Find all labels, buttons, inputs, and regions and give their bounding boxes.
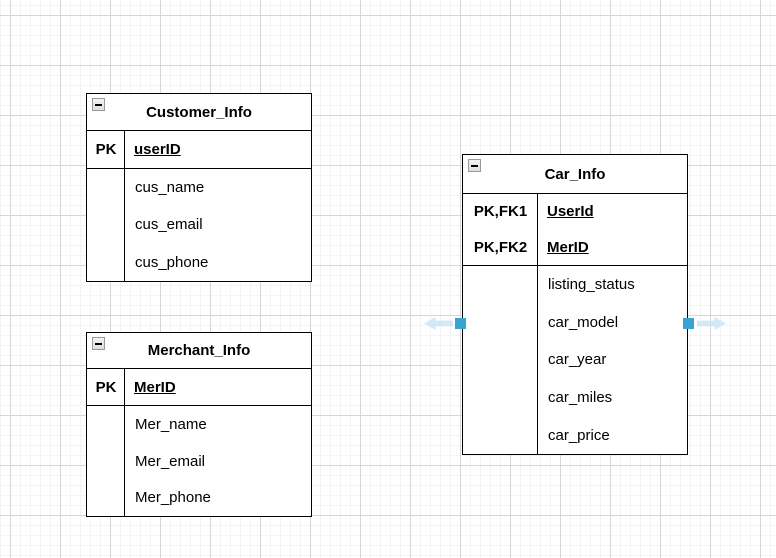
collapse-minus-icon[interactable] bbox=[92, 337, 105, 350]
entity-title: Car_Info bbox=[544, 165, 606, 183]
key-constraint-label: PK,FK2 bbox=[473, 238, 528, 256]
attribute-name: Mer_phone bbox=[135, 489, 211, 507]
key-constraint-label: PK bbox=[95, 378, 117, 396]
entity-title-row[interactable]: Merchant_Info bbox=[87, 333, 311, 369]
key-rows-section: PK MerID bbox=[87, 369, 311, 406]
collapse-minus-icon[interactable] bbox=[92, 98, 105, 111]
connection-x-icon[interactable] bbox=[683, 318, 694, 329]
attribute-row[interactable]: car_model bbox=[463, 304, 687, 342]
attribute-row[interactable]: cus_email bbox=[87, 206, 311, 243]
attribute-name: car_price bbox=[548, 426, 610, 444]
attribute-name: car_miles bbox=[548, 389, 613, 407]
key-constraint-label: PK bbox=[95, 141, 117, 158]
attribute-name: listing_status bbox=[548, 276, 635, 294]
column-divider-line bbox=[124, 130, 125, 281]
attribute-row[interactable]: listing_status bbox=[463, 266, 687, 304]
key-constraint-label: PK,FK1 bbox=[473, 203, 528, 221]
key-row[interactable]: PK,FK1 UserId bbox=[463, 194, 687, 230]
attribute-row[interactable]: car_year bbox=[463, 341, 687, 379]
key-attribute-name: userID bbox=[134, 141, 181, 158]
key-row[interactable]: PK MerID bbox=[87, 369, 311, 405]
key-attribute-name: MerID bbox=[134, 378, 176, 396]
attribute-row[interactable]: cus_name bbox=[87, 169, 311, 206]
connection-x-icon[interactable] bbox=[455, 318, 466, 329]
attribute-rows-section: cus_name cus_email cus_phone bbox=[87, 169, 311, 281]
column-divider-line bbox=[124, 368, 125, 516]
key-row[interactable]: PK,FK2 MerID bbox=[463, 230, 687, 266]
attribute-name: cus_phone bbox=[135, 253, 209, 271]
attribute-name: cus_name bbox=[135, 179, 205, 197]
attribute-row[interactable]: car_price bbox=[463, 416, 687, 454]
attribute-row[interactable]: cus_phone bbox=[87, 244, 311, 281]
column-divider-line bbox=[537, 193, 538, 454]
collapse-minus-icon[interactable] bbox=[468, 159, 481, 172]
attribute-rows-section: listing_status car_model car_year car_miles… bbox=[463, 266, 687, 454]
key-attribute-name: UserId bbox=[547, 203, 594, 221]
entity-title-row[interactable]: Customer_Info bbox=[87, 94, 311, 131]
attribute-name: cus_email bbox=[135, 216, 203, 234]
key-rows-section: PK userID bbox=[87, 131, 311, 169]
attribute-name: car_year bbox=[548, 351, 607, 369]
attribute-row[interactable]: Mer_email bbox=[87, 443, 311, 480]
attribute-row[interactable]: Mer_name bbox=[87, 406, 311, 443]
attribute-row[interactable]: Mer_phone bbox=[87, 479, 311, 516]
key-row[interactable]: PK userID bbox=[87, 131, 311, 168]
entity-title: Customer_Info bbox=[146, 103, 252, 121]
attribute-name: Mer_email bbox=[135, 452, 206, 470]
attribute-row[interactable]: car_miles bbox=[463, 379, 687, 417]
entity-title: Merchant_Info bbox=[147, 342, 251, 359]
entity-title-row[interactable]: Car_Info bbox=[463, 155, 687, 194]
attribute-name: car_model bbox=[548, 313, 619, 331]
attribute-name: Mer_name bbox=[135, 415, 207, 433]
hover-arrow-right-icon[interactable] bbox=[697, 317, 726, 330]
hover-arrow-left-icon[interactable] bbox=[424, 317, 453, 330]
key-attribute-name: MerID bbox=[547, 238, 589, 256]
